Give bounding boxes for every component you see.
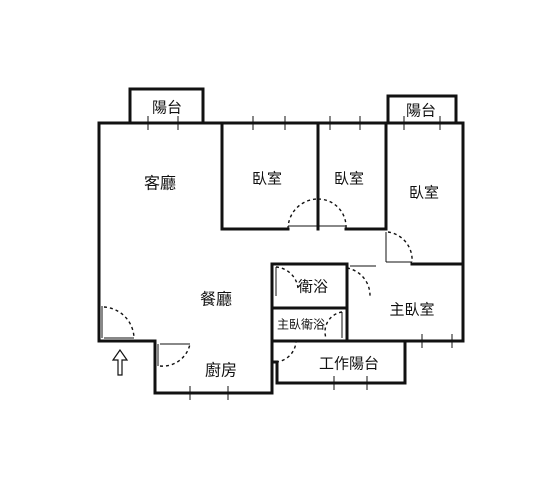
room-label-balcony-right: 陽台 xyxy=(406,102,436,120)
entrance-arrow-icon xyxy=(111,348,129,376)
room-label-kitchen: 廚房 xyxy=(205,361,237,380)
exterior-walls xyxy=(97,87,465,395)
room-label-master-bathroom: 主臥衛浴 xyxy=(277,318,325,332)
room-label-master-bedroom: 主臥室 xyxy=(389,301,434,319)
room-label-bedroom-3: 臥室 xyxy=(409,184,439,202)
room-label-bedroom-2: 臥室 xyxy=(334,170,364,188)
room-label-service-balcony: 工作陽台 xyxy=(319,355,379,373)
room-label-living-room: 客廳 xyxy=(144,174,176,193)
room-label-bathroom: 衛浴 xyxy=(298,278,328,296)
room-label-balcony-left: 陽台 xyxy=(152,99,182,117)
room-label-dining-room: 餐廳 xyxy=(200,290,232,309)
room-label-bedroom-1: 臥室 xyxy=(252,170,282,188)
interior-walls xyxy=(220,121,465,395)
door-swings xyxy=(101,198,413,367)
window-marks xyxy=(147,116,453,400)
